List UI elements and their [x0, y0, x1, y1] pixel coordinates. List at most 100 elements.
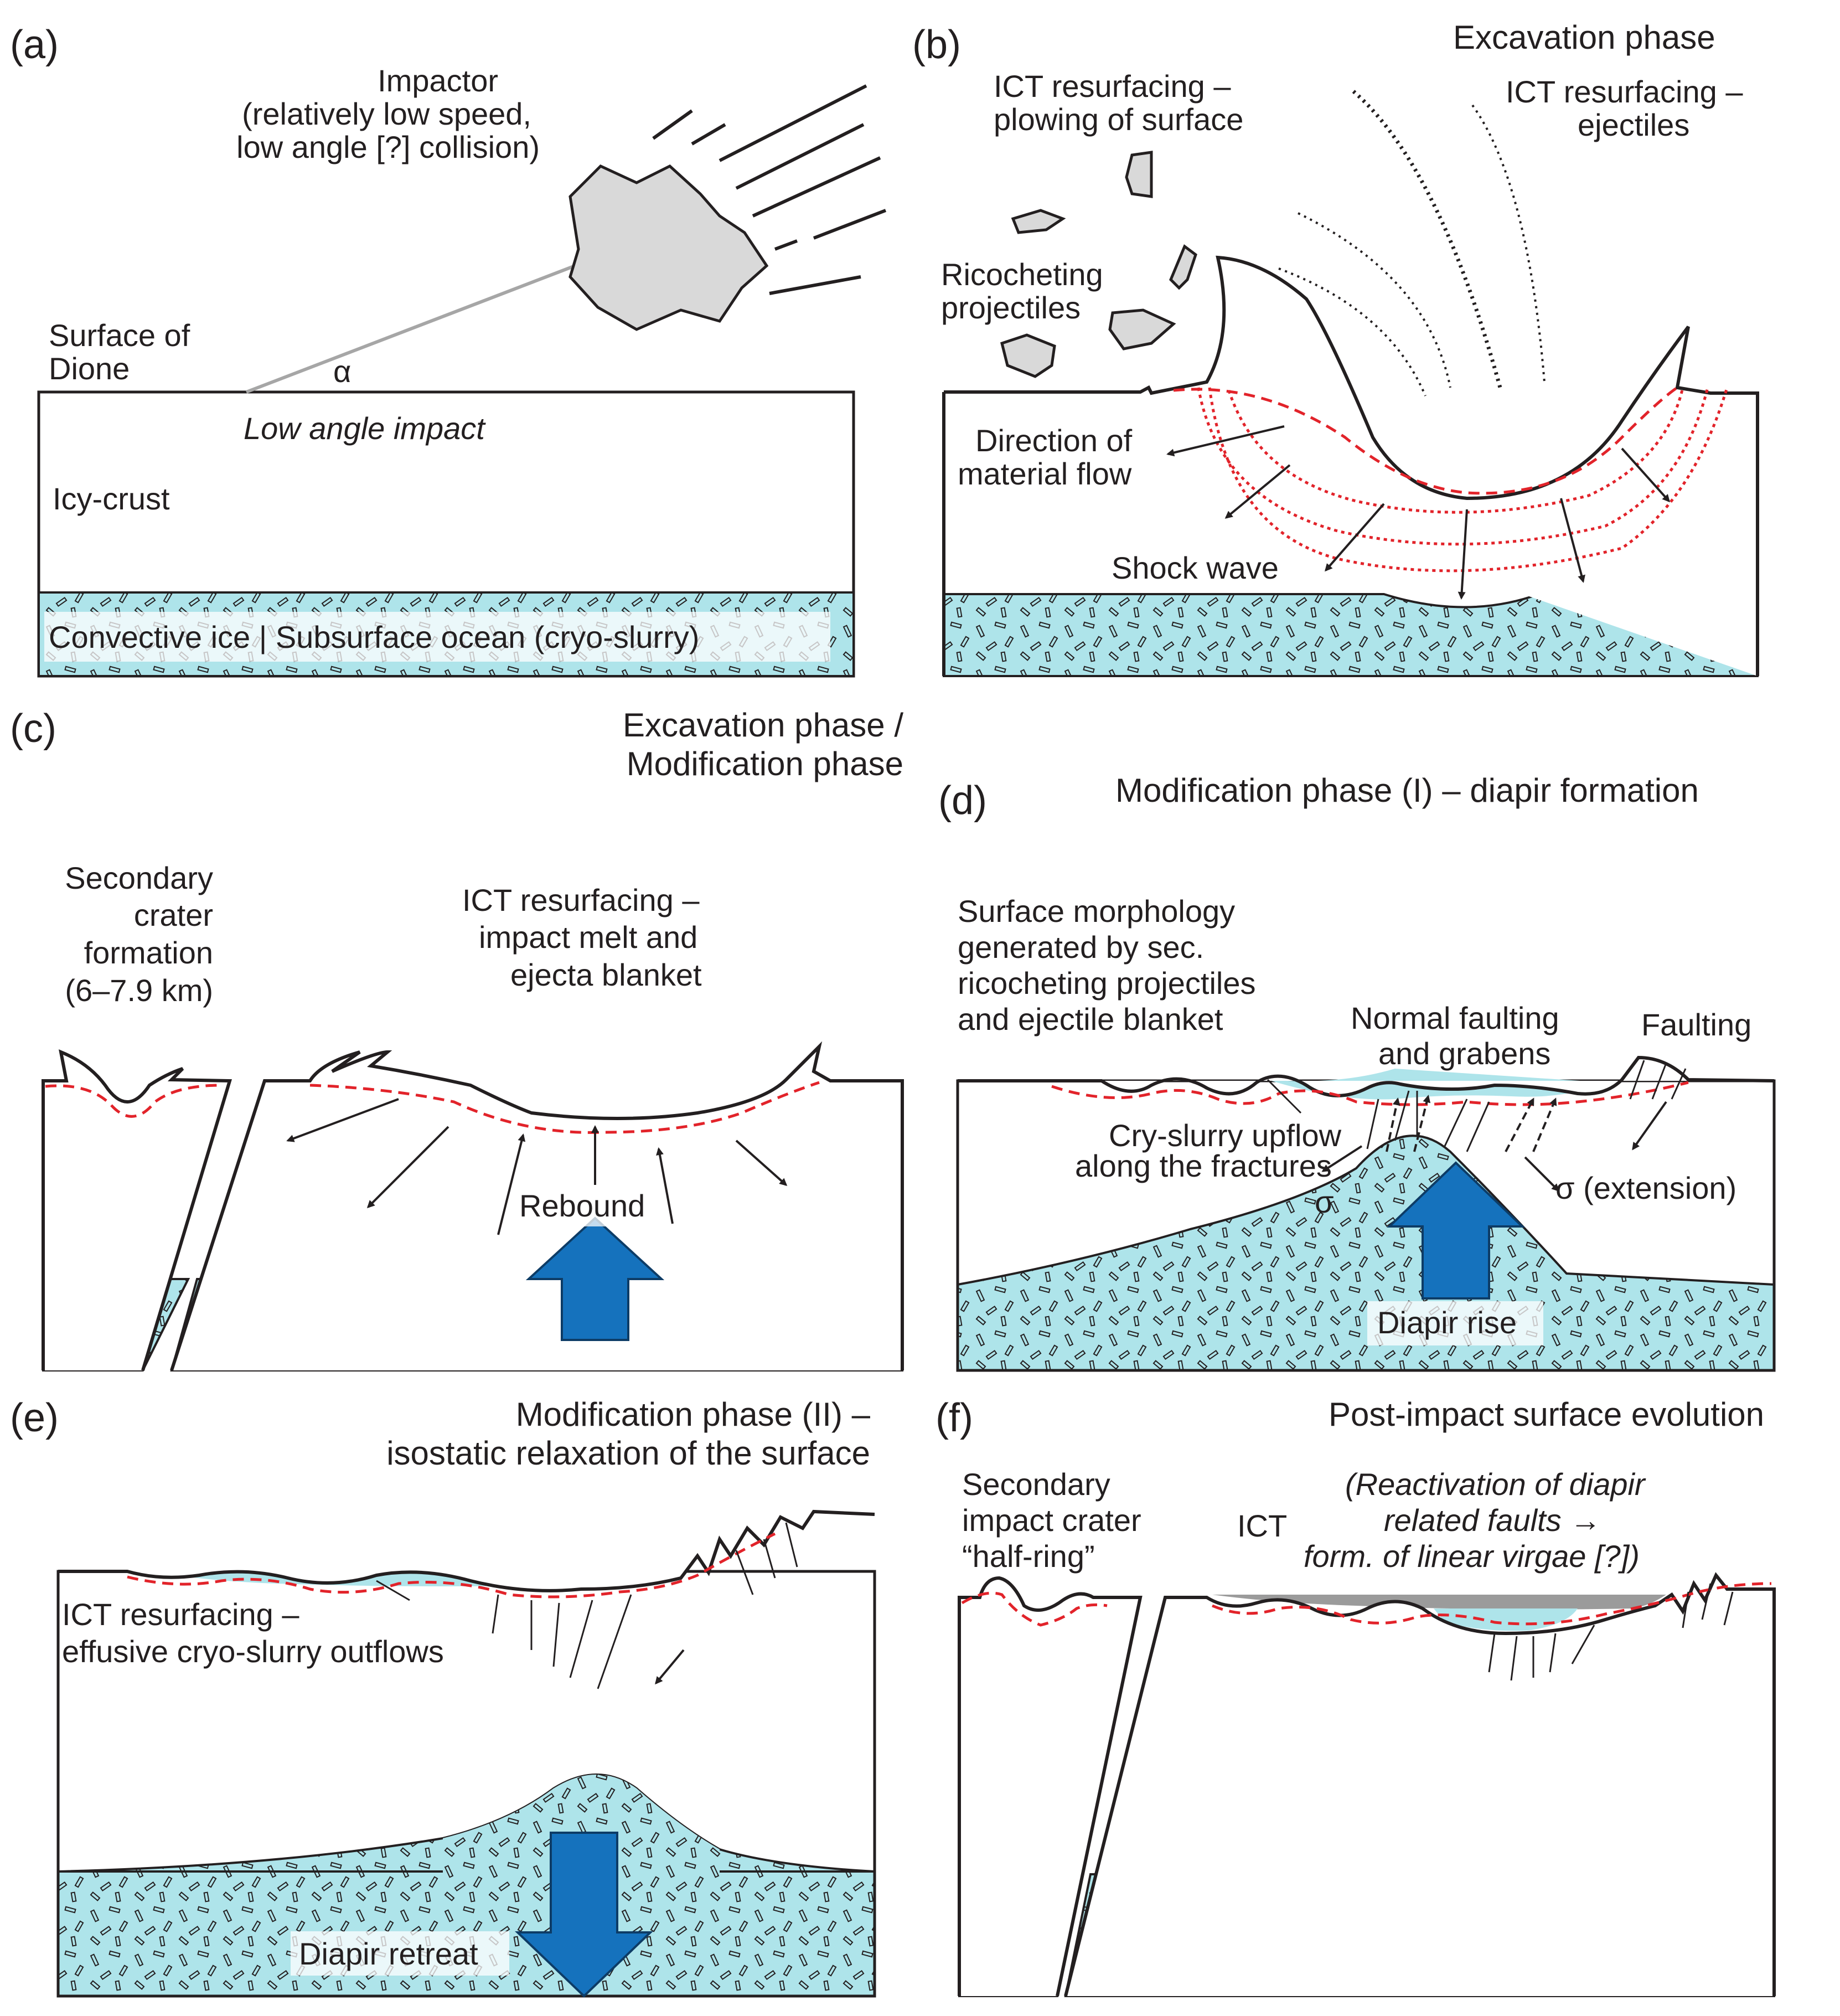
retreat-arrow-small [655, 1649, 685, 1685]
faulting-label: Faulting [1641, 1007, 1751, 1042]
panel-e-title-2: isostatic relaxation of the surface [386, 1435, 870, 1472]
panel-e-label: (e) [10, 1396, 59, 1440]
melt-label-1: ICT resurfacing – [462, 883, 700, 917]
ricochet-rock-3 [1169, 244, 1197, 290]
panel-c-label: (c) [10, 707, 56, 751]
secondary-label-1: Secondary [65, 860, 213, 895]
upflow-label-1: Cry-slurry upflow [1109, 1118, 1342, 1153]
panel-c-title-2: Modification phase [627, 745, 903, 782]
secondary-crater-c [42, 1049, 232, 1371]
surface-d [958, 1055, 1775, 1097]
icy-crust-label: Icy-crust [53, 481, 170, 516]
shock-label: Shock wave [1112, 550, 1279, 585]
flow-arrows-b [1166, 425, 1671, 600]
reactivation-label-1: (Reactivation of diapir [1345, 1467, 1646, 1502]
melt-label-2: impact melt and [479, 920, 697, 955]
panel-f-label: (f) [935, 1396, 973, 1440]
bottom-halo [44, 612, 830, 662]
impactor-motion-lines [652, 84, 887, 295]
reactivation-label-3: form. of linear virgae [?]) [1304, 1539, 1640, 1574]
deformation-line-c [309, 1081, 820, 1134]
panel-a-label: (a) [10, 23, 59, 67]
secondary-f-label-2: impact crater [962, 1503, 1141, 1538]
flow-arrows-c [286, 1098, 788, 1235]
impactor-label-1: Impactor [378, 63, 498, 98]
upflow-arrows-d [1321, 1095, 1667, 1192]
surface-e [58, 1509, 875, 1592]
ejectiles-label-2: ejectiles [1578, 107, 1689, 142]
reactivation-label-2: related faults → [1384, 1503, 1601, 1538]
secondary-label-2: crater [134, 898, 213, 932]
sigma-label: σ [1315, 1184, 1334, 1219]
secondary-crater-f [958, 1576, 1143, 1997]
secondary-label-3: formation [84, 935, 213, 970]
diapir-retreat-label: Diapir retreat [299, 1936, 478, 1971]
panel-d-label: (d) [938, 778, 987, 823]
bottom-label: Convective ice | Subsurface ocean (cryo-… [49, 620, 699, 654]
shock-front-3 [1208, 387, 1729, 573]
deformation-line-f-left [961, 1591, 1108, 1627]
panel-b: (b) Excavation phase ICT resurfacing – p… [912, 19, 1759, 677]
impactor-label-2: (relatively low speed, [242, 96, 531, 131]
sigma-ext-label: σ (extension) [1555, 1171, 1736, 1205]
rebound-halo [512, 1185, 659, 1226]
crater-surface-b [942, 255, 1759, 676]
ricochet-rock-5 [1000, 333, 1056, 378]
cryo-pond-f [1434, 1608, 1578, 1631]
panel-e-title-1: Modification phase (II) – [516, 1396, 871, 1433]
deformation-line-c-left [45, 1084, 222, 1118]
panel-b-title: Excavation phase [1453, 19, 1715, 56]
morph-label-2: generated by sec. [958, 930, 1204, 965]
ejectile-trails [1278, 90, 1546, 396]
outflow-label-1: ICT resurfacing – [62, 1597, 299, 1632]
ict-label: ICT [1237, 1508, 1287, 1543]
faults-d [1267, 1060, 1687, 1152]
panel-b-label: (b) [912, 23, 961, 67]
plowing-label-1: ICT resurfacing – [994, 69, 1231, 104]
deformation-line-b [1173, 386, 1678, 495]
plowing-label-2: plowing of surface [994, 102, 1243, 137]
secondary-f-label-3: “half-ring” [962, 1539, 1095, 1574]
diapir-rise-halo [1367, 1301, 1543, 1345]
ricochet-label-2: projectiles [941, 290, 1081, 325]
normal-label-1: Normal faulting [1351, 1001, 1559, 1035]
ricochet-rock-4 [1108, 308, 1176, 350]
panel-a: (a) Impactor (relatively low speed, low … [10, 23, 887, 678]
surface-label-1: Surface of [49, 318, 190, 353]
ricochet-label-1: Ricocheting [941, 257, 1103, 292]
melt-label-3: ejecta blanket [510, 957, 702, 992]
flow-label-2: material flow [958, 456, 1132, 491]
virgae-band [1212, 1595, 1666, 1610]
faults-e [376, 1522, 798, 1689]
panel-d-title: Modification phase (I) – diapir formatio… [1115, 772, 1699, 809]
secondary-f-label-1: Secondary [962, 1467, 1110, 1502]
panel-c-title-1: Excavation phase / [623, 707, 903, 744]
diapir-dome-e [443, 1775, 720, 1877]
morph-label-1: Surface morphology [958, 894, 1235, 929]
morph-label-3: ricocheting projectiles [958, 966, 1255, 1001]
surface-f [1064, 1572, 1776, 1997]
shock-front-1 [1197, 387, 1709, 546]
deformation-line-f [1212, 1582, 1772, 1626]
alpha-label: α [333, 354, 351, 389]
secondary-label-4: (6–7.9 km) [65, 973, 213, 1008]
diapir-rise-arrow [1387, 1161, 1525, 1300]
surface-label-2: Dione [49, 351, 130, 386]
diapir-rise-label: Diapir rise [1377, 1305, 1517, 1340]
upflow-label-2: along the fractures [1075, 1148, 1332, 1183]
deformation-line-d [1051, 1081, 1689, 1106]
diapir-d [957, 1135, 1775, 1372]
panel-e: (e) Modification phase (II) – isostatic … [10, 1396, 876, 1998]
outflow-label-2: effusive cryo-slurry outflows [62, 1634, 444, 1669]
impactor-label-3: low angle [?] collision) [236, 130, 540, 164]
ricochet-rock-1 [1125, 151, 1153, 198]
flow-label-1: Direction of [975, 423, 1133, 458]
rebound-label: Rebound [519, 1188, 645, 1223]
ejectiles-label-1: ICT resurfacing – [1506, 74, 1743, 109]
panel-f-title: Post-impact surface evolution [1329, 1396, 1764, 1433]
rebound-arrow [525, 1216, 665, 1341]
normal-label-2: and grabens [1378, 1036, 1550, 1071]
panel-f: (f) Post-impact surface evolution ICT Se… [935, 1396, 1776, 1997]
ricochet-rock-2 [1011, 209, 1066, 234]
